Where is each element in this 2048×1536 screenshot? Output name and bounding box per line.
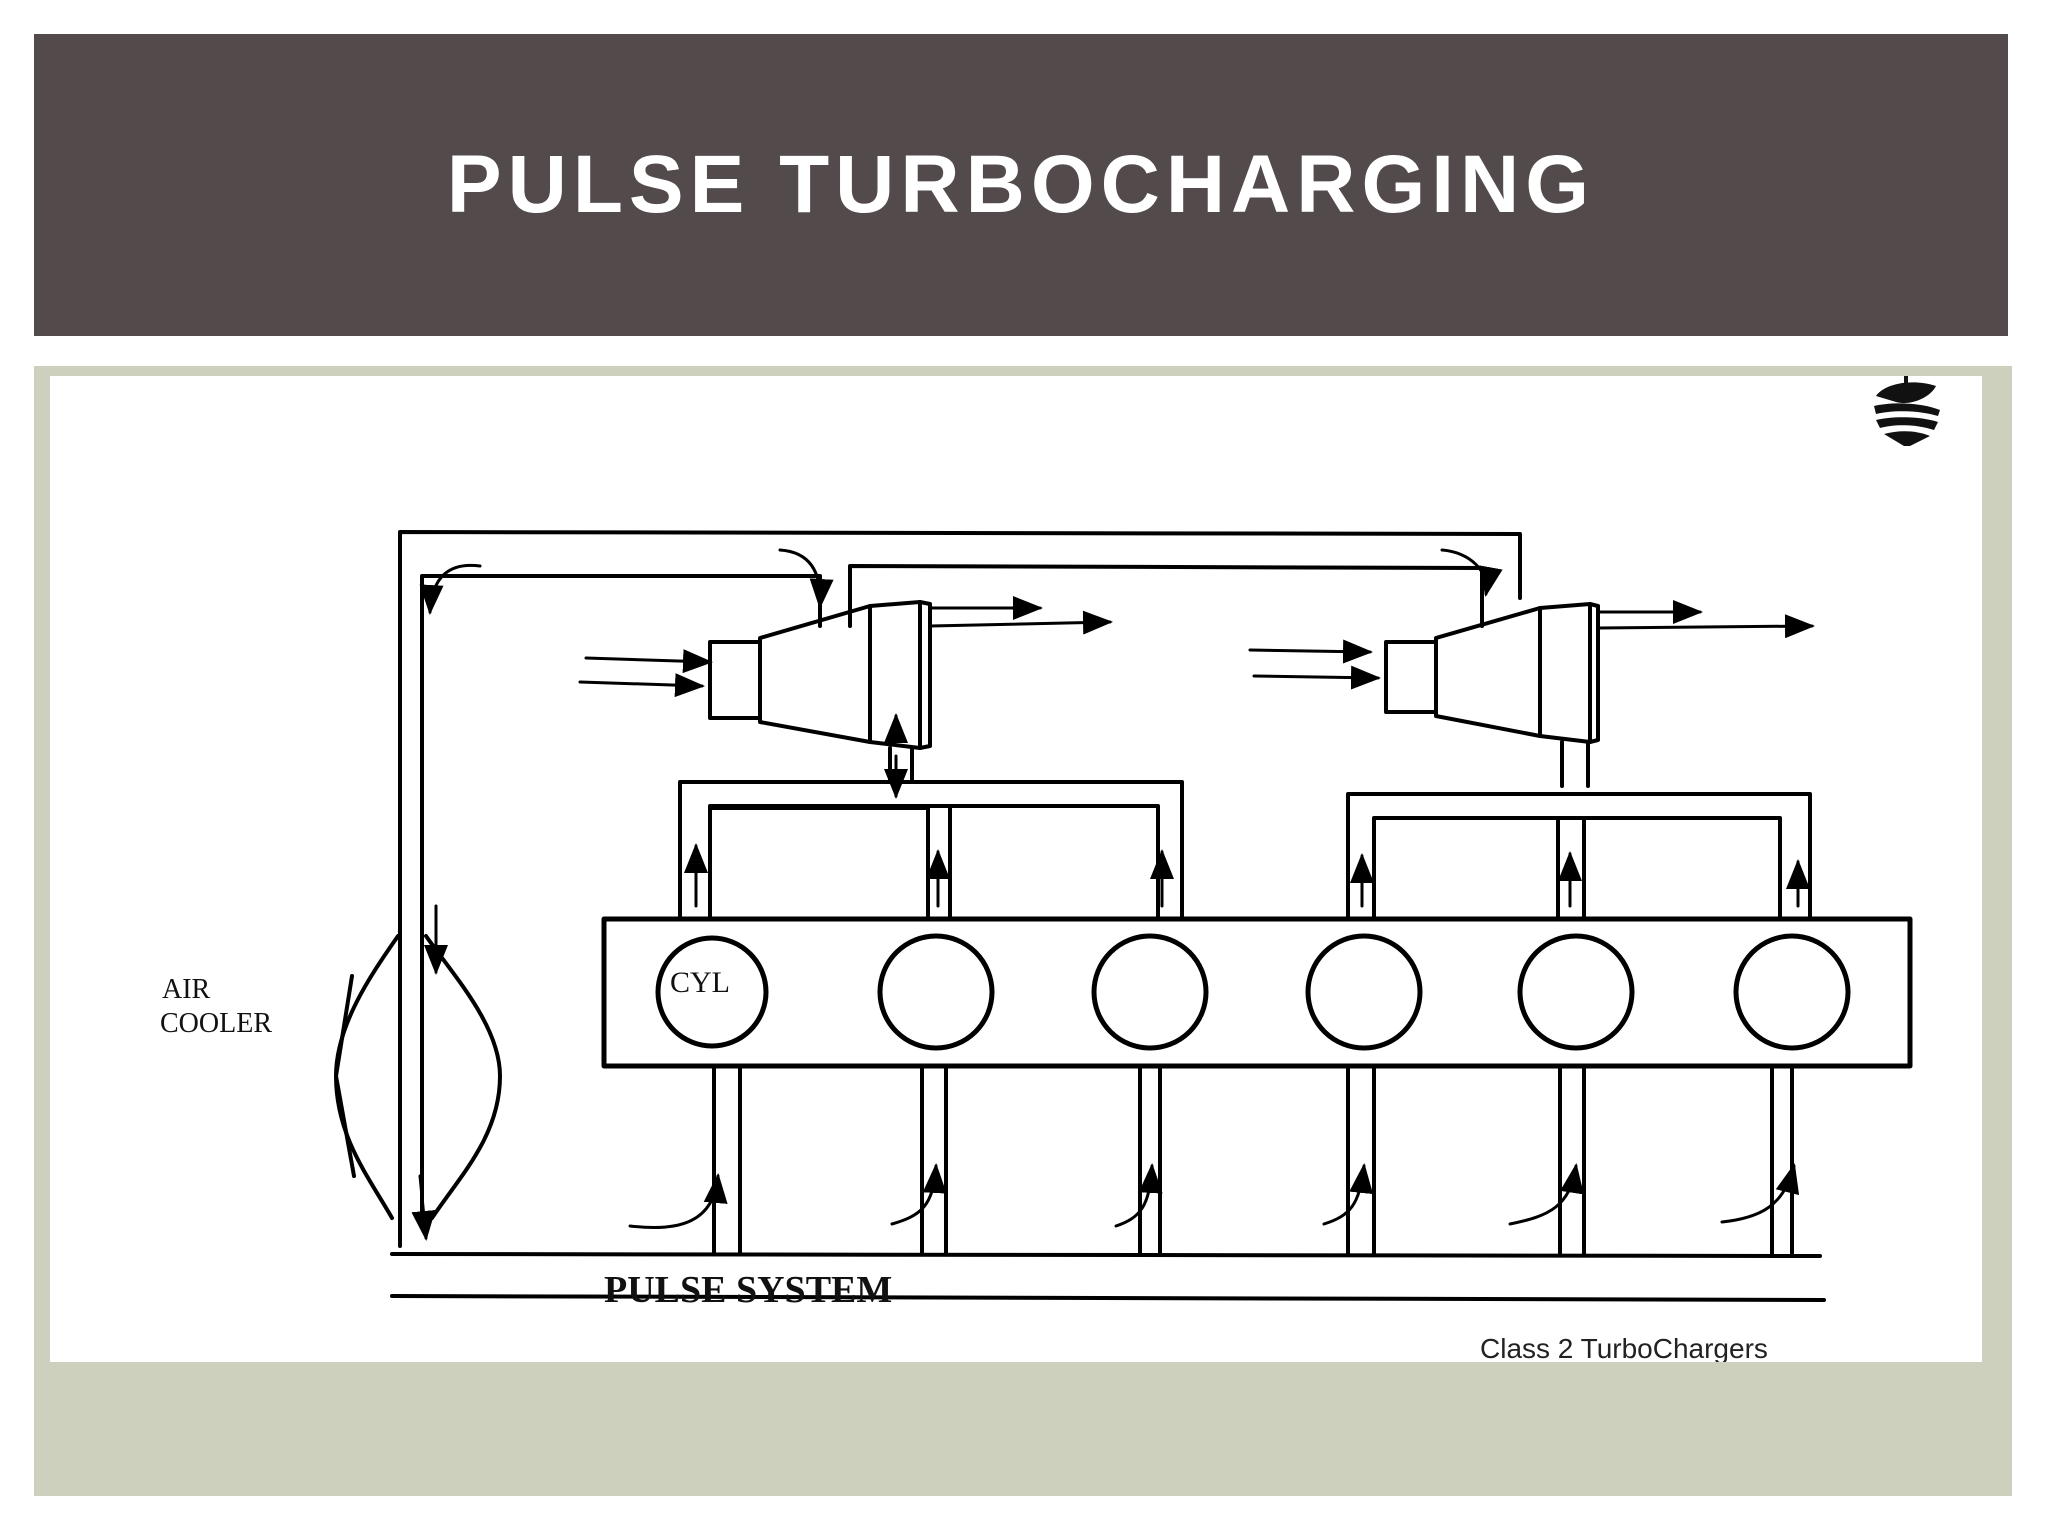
cylinders xyxy=(655,933,1851,1051)
cylinder-5 xyxy=(1517,933,1635,1051)
cylinder-2 xyxy=(877,933,995,1051)
title-bar: PULSE TURBOCHARGING xyxy=(34,34,2008,336)
cylinder-1 xyxy=(655,935,769,1049)
turbocharger-1 xyxy=(708,600,932,784)
air-supply-pipe xyxy=(390,530,1826,1302)
engine-block xyxy=(601,916,1913,1069)
air-cooler xyxy=(334,934,502,1220)
exhaust-manifold-1 xyxy=(678,780,1184,921)
exhaust-manifold-2 xyxy=(1346,792,1812,921)
diagram-figure: AIR COOLER CYL PULSE SYSTEM Class 2 Turb… xyxy=(50,376,1982,1362)
cylinder-3 xyxy=(1091,933,1209,1051)
intake-branches xyxy=(712,1064,1794,1256)
source-caption: Class 2 TurboChargers xyxy=(1480,1333,1768,1362)
cylinder-6 xyxy=(1733,933,1851,1051)
turbocharger-2 xyxy=(1384,602,1600,788)
ship-logo-icon xyxy=(1874,376,1940,446)
cylinder-4 xyxy=(1305,933,1423,1051)
cylinder-label: CYL xyxy=(670,966,730,999)
system-caption: PULSE SYSTEM xyxy=(604,1269,892,1311)
air-cooler-label-line2: COOLER xyxy=(160,1008,272,1039)
air-cooler-label-line1: AIR xyxy=(162,974,211,1005)
slide-title: PULSE TURBOCHARGING xyxy=(446,139,1596,230)
flow-arrows xyxy=(411,548,1815,1241)
